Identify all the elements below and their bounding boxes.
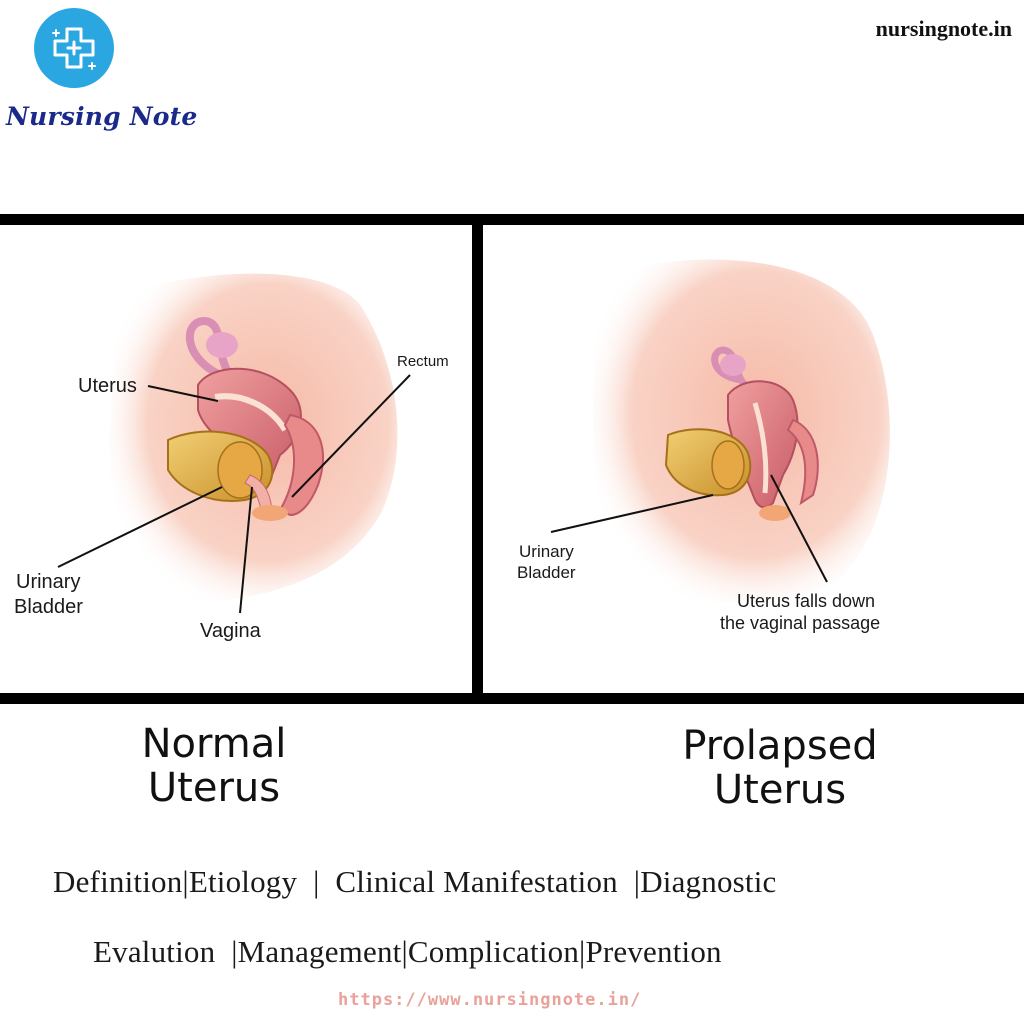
caption-prolapsed-line1: Prolapsed bbox=[682, 723, 878, 769]
label-rectum: Rectum bbox=[397, 353, 449, 370]
caption-normal-line1: Normal bbox=[141, 721, 287, 767]
topics-line-1: Definition|Etiology | Clinical Manifesta… bbox=[53, 864, 777, 899]
frame-top-divider bbox=[0, 214, 1024, 225]
label-urinary-bladder-line1: Urinary bbox=[519, 542, 574, 561]
caption-prolapsed-line2: Uterus bbox=[713, 767, 847, 813]
brand-name: Nursing Note bbox=[6, 102, 198, 131]
label-urinary-bladder-line1: Urinary bbox=[16, 571, 80, 593]
label-uterus-falls-line2: the vaginal passage bbox=[720, 613, 880, 633]
label-uterus-falls-line1: Uterus falls down bbox=[737, 591, 875, 611]
caption-normal-line2: Uterus bbox=[147, 765, 281, 811]
label-uterus: Uterus bbox=[78, 375, 137, 397]
medical-cross-icon bbox=[52, 27, 96, 70]
frame-bottom-divider bbox=[0, 693, 1024, 704]
prolapsed-uterus-panel: Urinary Bladder Uterus falls down the va… bbox=[483, 225, 1024, 693]
topics-line-2: Evalution |Management|Complication|Preve… bbox=[93, 934, 722, 969]
rectum-shape bbox=[278, 413, 324, 517]
rectum-shape bbox=[786, 418, 819, 506]
site-url-link[interactable]: https://www.nursingnote.in/ bbox=[338, 990, 642, 1010]
label-urinary-bladder-line2: Bladder bbox=[517, 563, 576, 582]
ovary bbox=[206, 332, 238, 358]
logo bbox=[34, 8, 114, 88]
normal-uterus-illustration: Uterus Rectum Urinary Bladder Vagina bbox=[14, 273, 449, 642]
site-domain: nursingnote.in bbox=[875, 16, 1012, 41]
label-urinary-bladder-line2: Bladder bbox=[14, 596, 83, 618]
caption-normal-uterus: Normal Uterus bbox=[94, 722, 334, 810]
label-vagina: Vagina bbox=[200, 620, 262, 642]
ovary bbox=[720, 354, 746, 376]
frame-center-divider bbox=[472, 214, 483, 704]
caption-prolapsed-uterus: Prolapsed Uterus bbox=[640, 724, 920, 812]
normal-uterus-panel: Uterus Rectum Urinary Bladder Vagina bbox=[0, 225, 472, 693]
prolapsed-uterus-illustration: Urinary Bladder Uterus falls down the va… bbox=[517, 259, 890, 633]
